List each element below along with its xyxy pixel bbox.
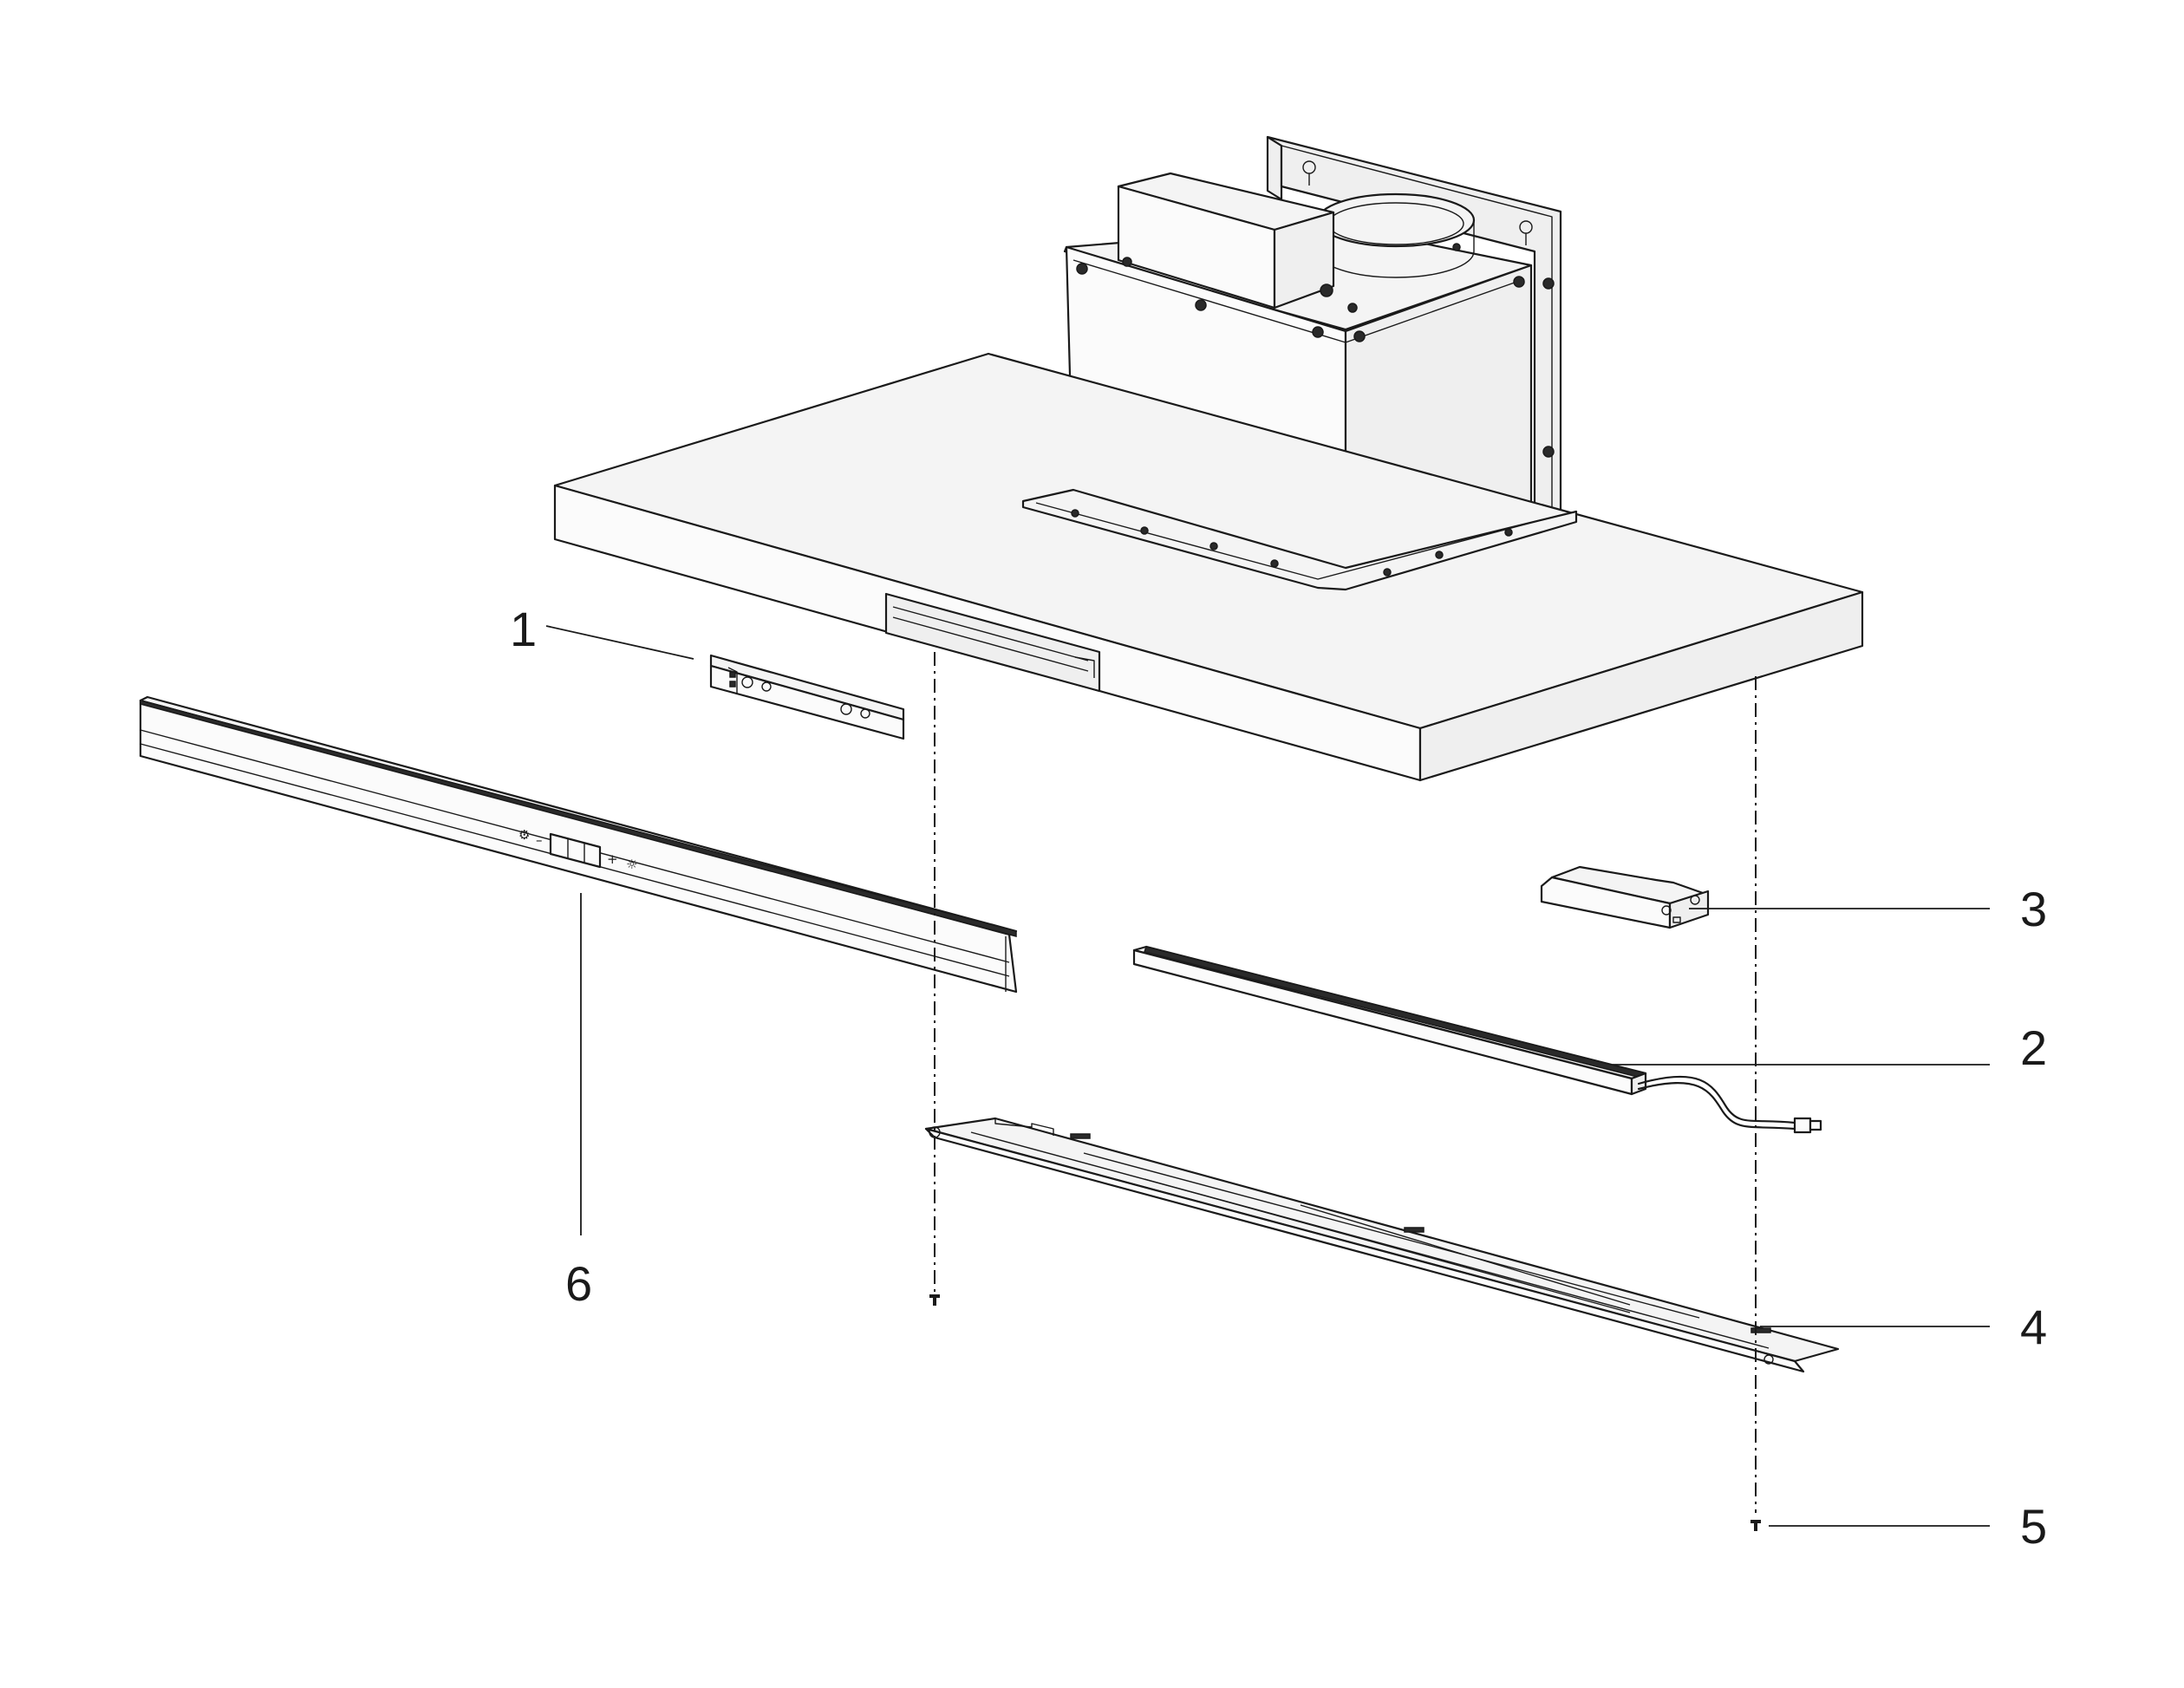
- part-3-transformer: [1540, 865, 1710, 929]
- callout-3: 3: [2020, 882, 2047, 936]
- screw-icon: [1750, 1520, 1761, 1531]
- part-5-screws: [929, 1294, 1761, 1531]
- part-6-control-panel-strip: ⚙ – + ☼: [139, 695, 1018, 994]
- callout-4: 4: [2020, 1300, 2047, 1354]
- part-4-light-bracket: [924, 1117, 1840, 1373]
- screw-icon: [929, 1294, 940, 1306]
- fan-icon: ⚙: [518, 827, 530, 843]
- assembly-axes: [934, 652, 1757, 1513]
- callout-1: 1: [510, 602, 537, 656]
- light-icon: ☼: [626, 857, 637, 872]
- callout-6: 6: [565, 1256, 592, 1311]
- leader-lines: [545, 625, 1990, 1527]
- callout-5: 5: [2020, 1499, 2047, 1554]
- plus-icon: +: [607, 851, 618, 867]
- part-2-led-light-bar: [1132, 945, 1822, 1134]
- callout-2: 2: [2020, 1020, 2047, 1075]
- callout-labels: 1 2 3 4 5 6: [510, 602, 2047, 1554]
- part-1-control-module: [709, 654, 905, 740]
- minus-icon: –: [536, 832, 543, 848]
- hood-canopy: [553, 352, 1864, 782]
